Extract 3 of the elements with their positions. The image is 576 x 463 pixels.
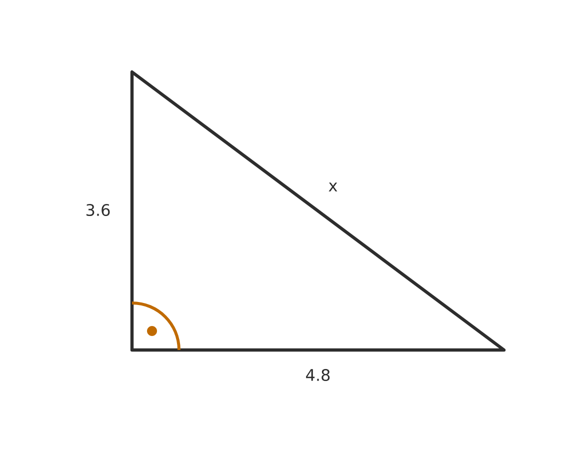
dimension-label: 3.6 <box>86 204 110 216</box>
dimension-label: x <box>328 182 338 192</box>
dimension-label: 4.8 <box>306 368 330 382</box>
